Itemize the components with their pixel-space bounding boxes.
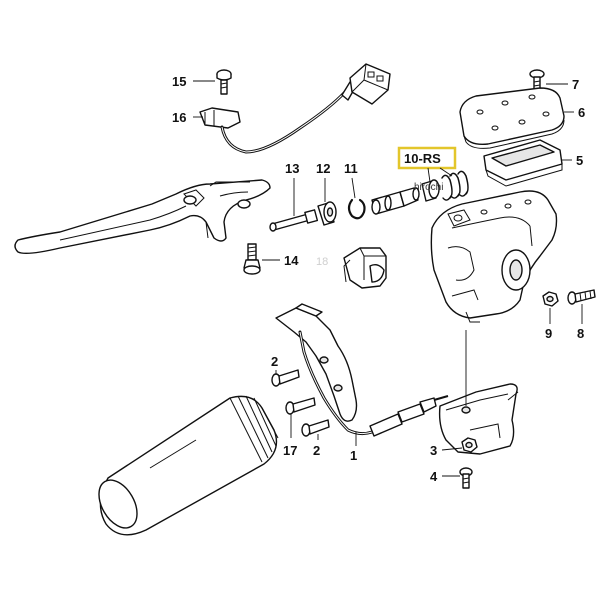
throttle-grip	[98, 395, 279, 536]
leader-3	[441, 447, 463, 451]
part-2-screw-lower	[301, 419, 330, 437]
label-18: 18	[316, 256, 328, 268]
label-17: 17	[283, 443, 297, 458]
part-6-cover	[459, 87, 565, 149]
label-10: 10-RS	[404, 151, 441, 166]
label-14: 14	[284, 253, 299, 268]
part-17-screw	[285, 397, 316, 415]
label-12: 12	[316, 161, 330, 176]
brake-lever	[14, 179, 271, 255]
label-4: 4	[430, 469, 438, 484]
leader-10a	[427, 167, 431, 183]
label-13: 13	[285, 161, 299, 176]
part-8-bolt	[567, 289, 596, 305]
part-5-diaphragm	[483, 139, 563, 187]
label-2a: 2	[271, 354, 278, 369]
master-cylinder-housing	[430, 190, 558, 323]
highlight-box-10	[397, 146, 457, 170]
label-8: 8	[577, 326, 584, 341]
label-7: 7	[572, 77, 579, 92]
lower-cover	[438, 383, 519, 455]
label-2b: 2	[313, 443, 320, 458]
label-9: 9	[545, 326, 552, 341]
part-15-screw	[216, 69, 232, 95]
leader-11	[351, 177, 356, 199]
part-18-clip	[343, 247, 387, 289]
label-15: 15	[172, 74, 186, 89]
part-13-pin	[269, 209, 319, 232]
part-9-nut	[542, 291, 559, 307]
part-16-switch-cable	[199, 63, 391, 154]
label-11: 11	[344, 161, 358, 176]
label-5: 5	[576, 153, 583, 168]
part-10-piston-kit	[371, 170, 469, 215]
label-16: 16	[172, 110, 186, 125]
part-2-screw-upper	[271, 369, 300, 387]
part-3-nut	[461, 437, 478, 453]
part-12-bushing	[317, 201, 337, 226]
leader-10b	[439, 167, 453, 177]
label-6: 6	[578, 105, 585, 120]
part-11-circlip	[347, 198, 366, 220]
part-14-adjuster	[243, 243, 261, 275]
part-1-bracket-cable	[275, 303, 449, 437]
part-7-screw	[529, 69, 545, 92]
label-1: 1	[350, 448, 357, 463]
part-4-screw	[459, 467, 473, 489]
watermark: hirochi	[414, 182, 443, 193]
label-3: 3	[430, 443, 437, 458]
